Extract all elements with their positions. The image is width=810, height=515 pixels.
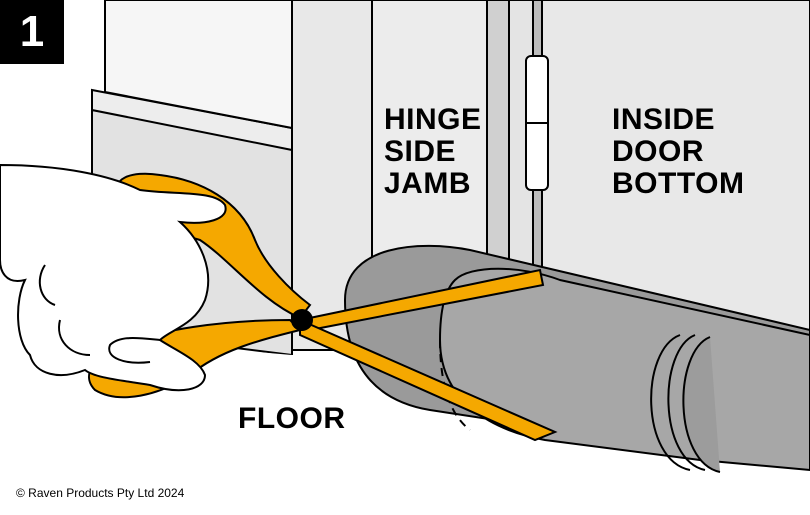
tube-seam: [650, 334, 691, 471]
copyright-notice: © Raven Products Pty Ltd 2024: [16, 486, 185, 500]
label-line: BOTTOM: [612, 167, 745, 200]
scissors-pivot: [291, 309, 313, 331]
label-line: JAMB: [384, 167, 472, 200]
step-number-badge: 1: [0, 0, 64, 64]
label-hinge-side-jamb: HINGE SIDE JAMB: [384, 104, 482, 200]
hand: [0, 163, 227, 392]
label-line: INSIDE: [612, 103, 716, 136]
label-line: HINGE: [384, 103, 482, 136]
label-line: DOOR: [612, 135, 704, 168]
jamb-edge: [486, 0, 510, 291]
draft-tube-front: [438, 267, 810, 472]
label-floor: FLOOR: [238, 402, 346, 435]
label-line: SIDE: [384, 135, 457, 168]
label-inside-door-bottom: INSIDE DOOR BOTTOM: [612, 104, 744, 200]
